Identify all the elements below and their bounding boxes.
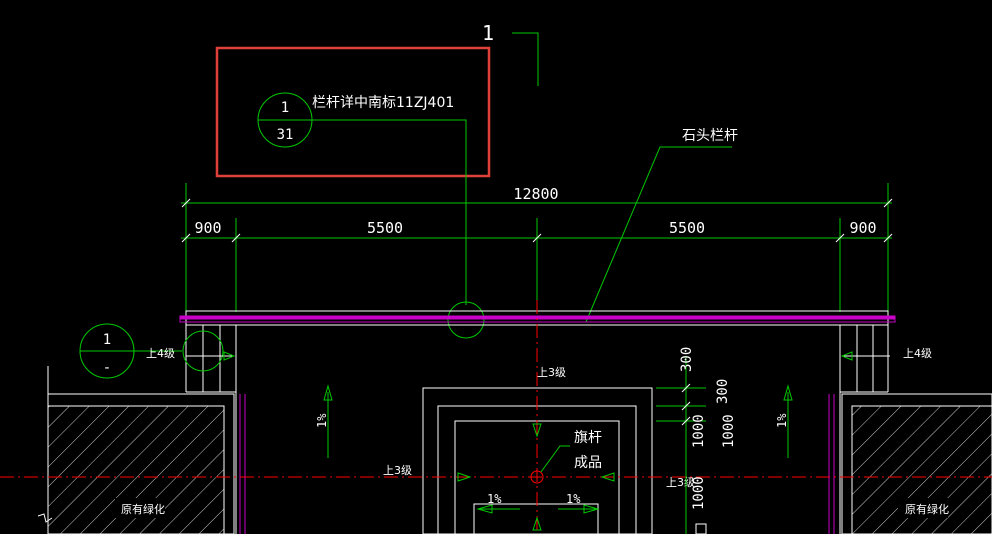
svg-text:1%: 1% (775, 413, 789, 428)
svg-text:上4级: 上4级 (903, 347, 932, 360)
callout-text: 栏杆详中南标11ZJ401 (312, 95, 454, 111)
vertical-dimensions: 300 300 1000 1000 1000 (656, 347, 737, 534)
slope-center-left: 1% (476, 492, 520, 514)
dim-right-5500: 5500 (669, 219, 705, 237)
flagpole: 旗杆 成品 (530, 430, 602, 484)
slope-left: 1% (315, 384, 333, 458)
dim-total: 12800 (513, 185, 558, 203)
highlight-box (215, 46, 491, 178)
slope-center-right: 1% (558, 492, 600, 514)
level-up3-center: 上3级 (537, 366, 566, 379)
callout-target-circle (447, 301, 485, 339)
dim-left-900: 900 (194, 219, 221, 237)
svg-text:石头栏杆: 石头栏杆 (682, 128, 738, 144)
stone-railing-label: 石头栏杆 (585, 128, 738, 323)
sheet-mark-number: 1 (482, 21, 494, 45)
greenery-right: 原有绿化 (841, 393, 992, 534)
sheet-mark: 1 (482, 21, 539, 86)
flagpole-line1: 旗杆 (574, 430, 602, 446)
greenery-left-label: 原有绿化 (121, 502, 165, 516)
callout-num-bottom: 31 (277, 127, 294, 143)
railing-callout[interactable]: 栏杆详中南标11ZJ401 1 31 (215, 46, 491, 339)
left-detail-num-top: 1 (103, 332, 111, 348)
level-up4-left: 上4级 (146, 347, 236, 361)
greenery-left: 原有绿化 (47, 366, 235, 534)
level-up3-left: 上3级 (383, 464, 412, 477)
svg-text:1%: 1% (487, 492, 502, 506)
dim-left-5500: 5500 (367, 219, 403, 237)
dim-right-900: 900 (849, 219, 876, 237)
svg-text:上4级: 上4级 (146, 347, 175, 360)
svg-text:1000: 1000 (691, 414, 707, 448)
svg-text:1000: 1000 (691, 476, 707, 510)
left-detail-marker[interactable]: 1 - (79, 323, 224, 379)
svg-text:1%: 1% (315, 413, 329, 428)
callout-num-top: 1 (281, 100, 289, 116)
svg-text:1000: 1000 (721, 414, 737, 448)
callout-leader (312, 119, 467, 305)
greenery-right-label: 原有绿化 (905, 502, 949, 516)
left-detail-num-bottom: - (103, 360, 111, 376)
level-up4-right: 上4级 (840, 347, 932, 361)
flagpole-line2: 成品 (574, 455, 602, 471)
svg-text:300: 300 (715, 379, 731, 404)
svg-text:300: 300 (679, 347, 695, 372)
dimensions (181, 183, 893, 312)
slope-right: 1% (775, 384, 793, 458)
level-up3-right: 上3级 (666, 476, 695, 489)
svg-text:1%: 1% (566, 492, 581, 506)
